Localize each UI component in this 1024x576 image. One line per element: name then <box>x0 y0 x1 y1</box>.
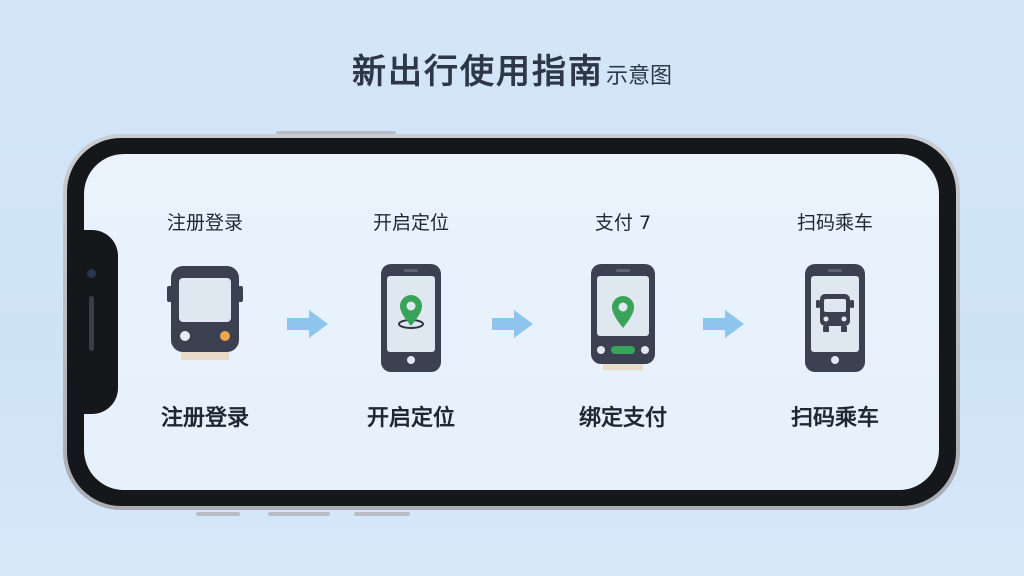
arrow-right-icon <box>492 310 533 338</box>
phone-side-button-bottom-2 <box>268 512 330 516</box>
phone-notch <box>78 230 118 414</box>
diagram-title: 新出行使用指南示意图 <box>0 44 1024 93</box>
step-payment-top-label: 支付 7 <box>594 212 652 234</box>
title-suffix: 示意图 <box>605 64 672 89</box>
speaker-grille <box>89 296 94 351</box>
bus-icon <box>165 262 245 374</box>
arrow-right-icon <box>287 310 328 338</box>
camera-icon <box>87 269 96 278</box>
step-location-bottom-label: 开启定位 <box>366 406 455 431</box>
step-scan-top-label: 扫码乘车 <box>796 212 873 234</box>
step-scan-bottom-label: 扫码乘车 <box>790 406 879 431</box>
phone-bus-icon <box>795 262 875 374</box>
arrow-right-icon <box>703 310 744 338</box>
phone-side-button-bottom-1 <box>196 512 240 516</box>
phone-side-button-top <box>276 131 396 135</box>
step-location-top-label: 开启定位 <box>372 212 449 234</box>
phone-side-button-bottom-3 <box>354 512 410 516</box>
phone-frame <box>63 134 960 510</box>
phone-payment-icon <box>583 262 663 374</box>
title-main: 新出行使用指南 <box>351 52 604 92</box>
step-register-bottom-label: 注册登录 <box>160 406 249 431</box>
step-payment-bottom-label: 绑定支付 <box>578 406 667 431</box>
step-register-top-label: 注册登录 <box>166 212 243 234</box>
phone-location-icon <box>371 262 451 374</box>
